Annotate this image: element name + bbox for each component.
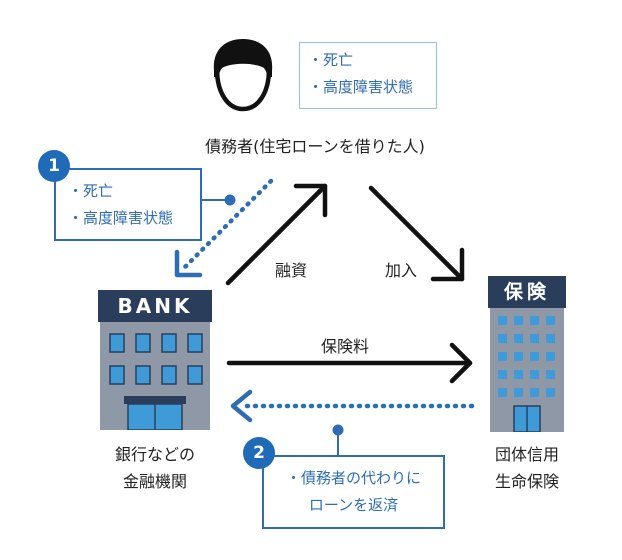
loan-label: 融資 <box>275 261 308 280</box>
loan-arrow <box>225 183 328 286</box>
premium-arrow <box>226 342 473 384</box>
bank-label-line2: 金融機関 <box>122 472 187 491</box>
notice-dotted-arrow <box>174 178 274 278</box>
debtor-risk-box: ・死亡 ・高度障害状態 <box>299 42 437 109</box>
debtor-risk-disability: ・高度障害状態 <box>308 78 414 96</box>
repayment-dotted-arrow <box>230 389 475 423</box>
note1-line2: ・高度障害状態 <box>68 209 174 227</box>
premium-label: 保険料 <box>321 337 370 356</box>
insurer-building: 保険 <box>488 276 566 433</box>
bank-facade <box>100 322 210 431</box>
insurer-sign-text: 保険 <box>503 281 550 303</box>
note2-connector <box>332 424 344 456</box>
insurer-sign: 保険 <box>488 276 566 308</box>
note2-line1: ・債務者の代わりに <box>285 469 421 487</box>
note2-box: ・債務者の代わりに ローンを返済 <box>262 455 445 529</box>
note1-line1: ・死亡 <box>68 182 114 200</box>
person-icon <box>213 39 273 112</box>
bank-label: 銀行などの 金融機関 <box>90 441 220 495</box>
insurer-label-line1: 団体信用 <box>494 445 559 464</box>
bank-building: BANK <box>98 290 212 431</box>
insurer-windows <box>498 316 555 433</box>
note1-box: ・死亡 ・高度障害状態 <box>54 168 202 241</box>
bank-windows <box>109 333 203 431</box>
debtor-label: 債務者(住宅ローンを借りた人) <box>205 137 425 156</box>
bank-label-line1: 銀行などの <box>114 445 195 464</box>
note2-line2: ローンを返済 <box>308 496 399 514</box>
insurer-label: 団体信用 生命保険 <box>472 441 582 495</box>
insurer-label-line2: 生命保険 <box>494 472 559 491</box>
note2-number-badge: 2 <box>243 437 275 469</box>
bank-sign-text: BANK <box>117 294 193 318</box>
note1-connector <box>201 194 236 206</box>
bank-sign: BANK <box>98 290 212 322</box>
debtor-risk-death: ・死亡 <box>308 51 354 69</box>
insurer-facade <box>490 308 564 433</box>
note1-number-badge: 1 <box>38 150 70 182</box>
join-label: 加入 <box>385 261 418 280</box>
join-arrow <box>368 185 465 282</box>
